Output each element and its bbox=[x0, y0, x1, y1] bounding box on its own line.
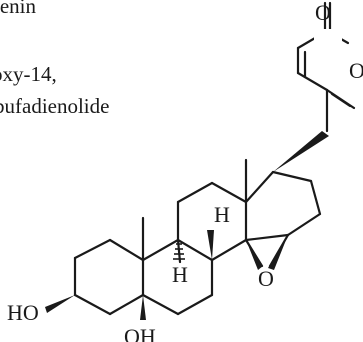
bond bbox=[176, 238, 214, 262]
hydrogen-label-lower: H bbox=[172, 262, 188, 287]
bond bbox=[330, 92, 352, 108]
bond bbox=[108, 238, 145, 262]
bond bbox=[286, 212, 322, 237]
caption-line-2: oxy-14, bbox=[0, 62, 57, 86]
wedge-bond bbox=[207, 230, 214, 260]
bond bbox=[244, 233, 290, 242]
bond bbox=[210, 238, 248, 262]
bond bbox=[296, 71, 329, 92]
wedge-bond bbox=[246, 240, 263, 270]
wedge-bond bbox=[273, 131, 329, 172]
bond bbox=[210, 181, 248, 204]
epoxide-oxygen-label: O bbox=[258, 266, 274, 291]
bond bbox=[108, 293, 145, 316]
hydroxyl-label-oh: OH bbox=[124, 324, 156, 342]
bond bbox=[309, 179, 322, 216]
wedge-bond bbox=[268, 235, 288, 270]
bond bbox=[176, 293, 214, 316]
bond bbox=[176, 181, 214, 204]
hydroxyl-label-ho: HO bbox=[7, 300, 39, 325]
caption-line-1: agenin bbox=[0, 0, 36, 18]
wedge-bond bbox=[140, 295, 146, 320]
stereo-bonds bbox=[45, 131, 329, 320]
carbonyl-oxygen-label: O bbox=[315, 0, 331, 25]
bond bbox=[271, 170, 313, 183]
label-backdrop bbox=[314, 29, 342, 49]
wedge-bond bbox=[45, 295, 75, 313]
bond bbox=[141, 293, 180, 316]
ring-oxygen-label: O bbox=[349, 58, 363, 83]
bond bbox=[244, 170, 275, 204]
bond bbox=[73, 238, 112, 260]
bond bbox=[73, 293, 112, 316]
hydrogen-label-upper: H bbox=[214, 202, 230, 227]
hash-bonds bbox=[173, 243, 185, 260]
bond bbox=[141, 238, 180, 262]
bonds bbox=[73, 1, 356, 316]
caption-line-3: bufadienolide bbox=[0, 94, 110, 118]
